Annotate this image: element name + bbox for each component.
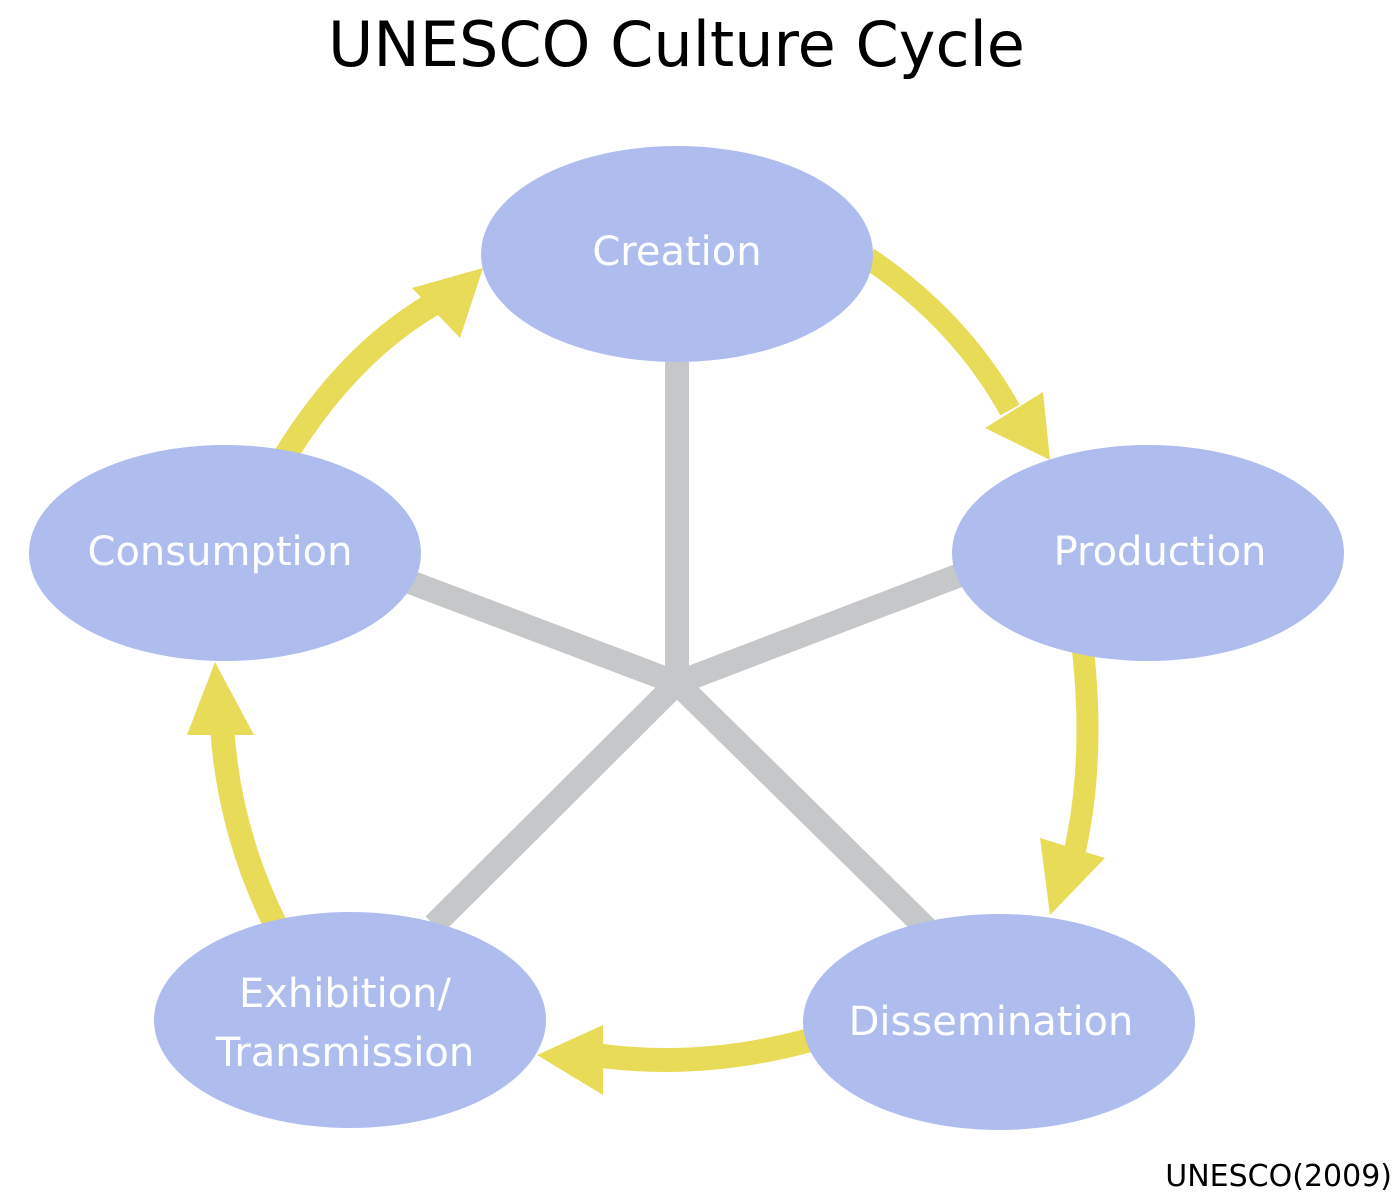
node-consumption: Consumption xyxy=(29,445,421,661)
arrow-consumption-to-creation xyxy=(273,289,446,465)
node-dissemination-label: Dissemination xyxy=(849,999,1134,1045)
node-consumption-shape xyxy=(29,445,421,661)
node-exhibition-shape xyxy=(154,912,546,1128)
arrow-production-to-dissemination xyxy=(1064,648,1099,853)
arrowhead-creation xyxy=(412,268,483,338)
node-consumption-label: Consumption xyxy=(88,529,353,575)
spoke-dissemination xyxy=(668,674,935,937)
hub-spokes xyxy=(389,362,965,937)
spoke-consumption xyxy=(389,564,682,695)
node-creation: Creation xyxy=(481,146,873,362)
node-dissemination: Dissemination xyxy=(803,914,1195,1130)
spoke-exhibition xyxy=(425,674,686,934)
arrowhead-consumption xyxy=(187,662,254,735)
arrowhead-dissemination xyxy=(1040,838,1105,915)
arrow-exhibition-to-consumption xyxy=(210,724,288,934)
arrow-creation-to-production xyxy=(861,248,1020,416)
node-production-shape xyxy=(952,445,1344,661)
spoke-production xyxy=(672,563,965,695)
arrowhead-exhibition xyxy=(537,1025,603,1095)
node-creation-shape xyxy=(481,146,873,362)
node-exhibition: Exhibition/ Transmission xyxy=(154,912,546,1128)
cycle-arrows xyxy=(187,248,1105,1095)
node-exhibition-label-line2: Transmission xyxy=(215,1030,474,1076)
diagram-title: UNESCO Culture Cycle xyxy=(328,8,1025,81)
node-production: Production xyxy=(952,445,1344,661)
node-production-label: Production xyxy=(1054,529,1267,575)
node-exhibition-label-line1: Exhibition/ xyxy=(239,971,452,1017)
node-creation-label: Creation xyxy=(592,229,761,275)
arrowhead-production xyxy=(985,392,1050,460)
source-credit: UNESCO(2009) xyxy=(1165,1159,1392,1194)
arrow-dissemination-to-exhibition xyxy=(593,1028,814,1072)
node-dissemination-shape xyxy=(803,914,1195,1130)
